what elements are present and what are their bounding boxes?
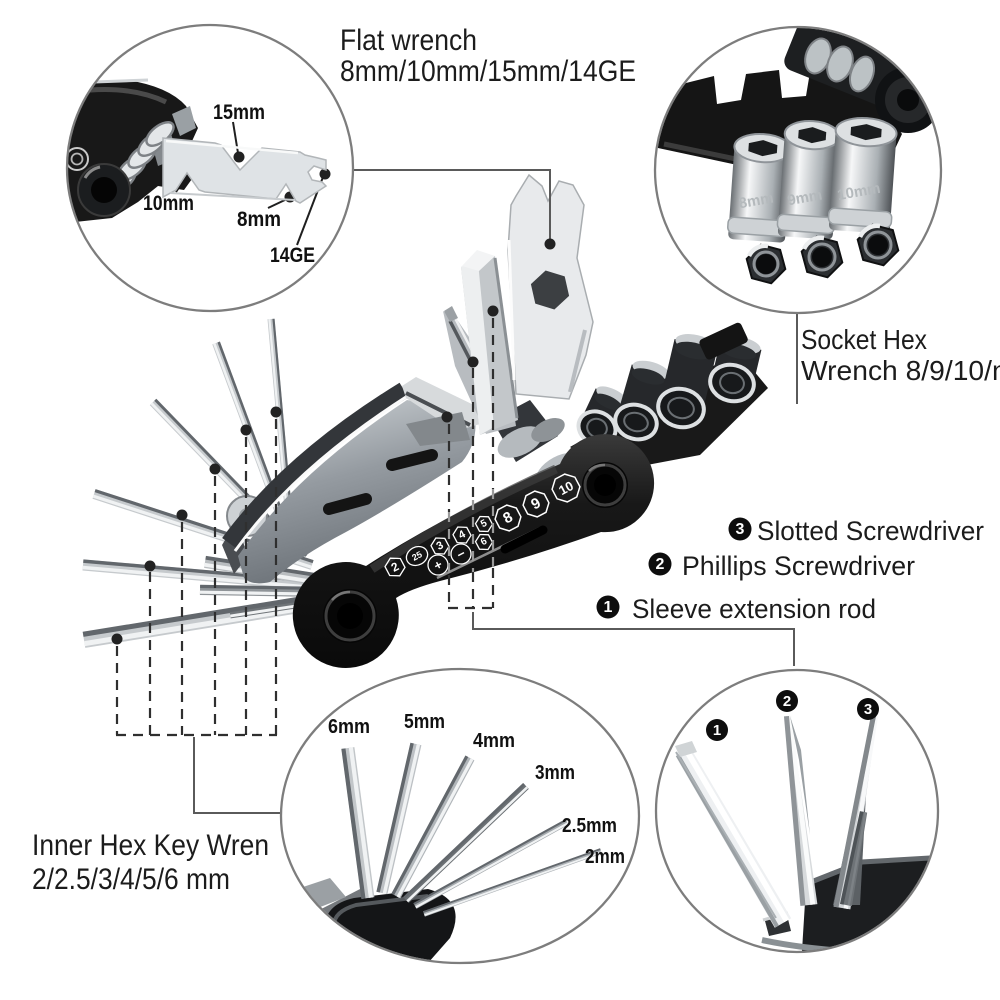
svg-text:Phillips Screwdriver: Phillips Screwdriver (682, 551, 915, 581)
svg-text:Socket Hex: Socket Hex (801, 324, 927, 355)
svg-text:1: 1 (713, 722, 721, 739)
svg-text:15mm: 15mm (213, 101, 265, 124)
svg-text:2.5mm: 2.5mm (562, 815, 617, 837)
svg-text:4mm: 4mm (473, 730, 515, 752)
svg-text:2/2.5/3/4/5/6 mm: 2/2.5/3/4/5/6 mm (32, 863, 230, 896)
svg-text:2: 2 (783, 693, 791, 710)
svg-text:25: 25 (410, 549, 424, 563)
svg-text:5mm: 5mm (404, 711, 445, 733)
svg-text:5: 5 (479, 518, 489, 531)
svg-text:2: 2 (656, 556, 665, 573)
svg-text:Wrench 8/9/10/mm: Wrench 8/9/10/mm (801, 355, 1000, 386)
svg-text:3: 3 (434, 539, 445, 552)
svg-text:10: 10 (556, 478, 576, 498)
svg-text:9mm: 9mm (786, 186, 823, 209)
svg-text:8mm: 8mm (237, 208, 281, 231)
svg-text:10mm: 10mm (143, 192, 194, 215)
svg-text:3: 3 (864, 701, 872, 718)
svg-text:1: 1 (604, 599, 613, 616)
svg-text:14GE: 14GE (270, 244, 315, 267)
svg-text:6mm: 6mm (328, 716, 370, 738)
svg-text:Flat wrench: Flat wrench (340, 24, 477, 57)
svg-text:8mm/10mm/15mm/14GE: 8mm/10mm/15mm/14GE (340, 55, 636, 88)
svg-text:8mm: 8mm (737, 189, 774, 212)
svg-text:Sleeve extension rod: Sleeve extension rod (632, 594, 876, 624)
svg-text:Slotted Screwdriver: Slotted Screwdriver (757, 516, 984, 546)
svg-text:6: 6 (479, 536, 489, 549)
svg-text:2mm: 2mm (585, 846, 625, 868)
svg-text:4: 4 (456, 528, 468, 542)
svg-text:3mm: 3mm (535, 762, 575, 784)
svg-text:Inner Hex Key Wren: Inner Hex Key Wren (32, 829, 269, 862)
svg-text:3: 3 (736, 521, 745, 538)
